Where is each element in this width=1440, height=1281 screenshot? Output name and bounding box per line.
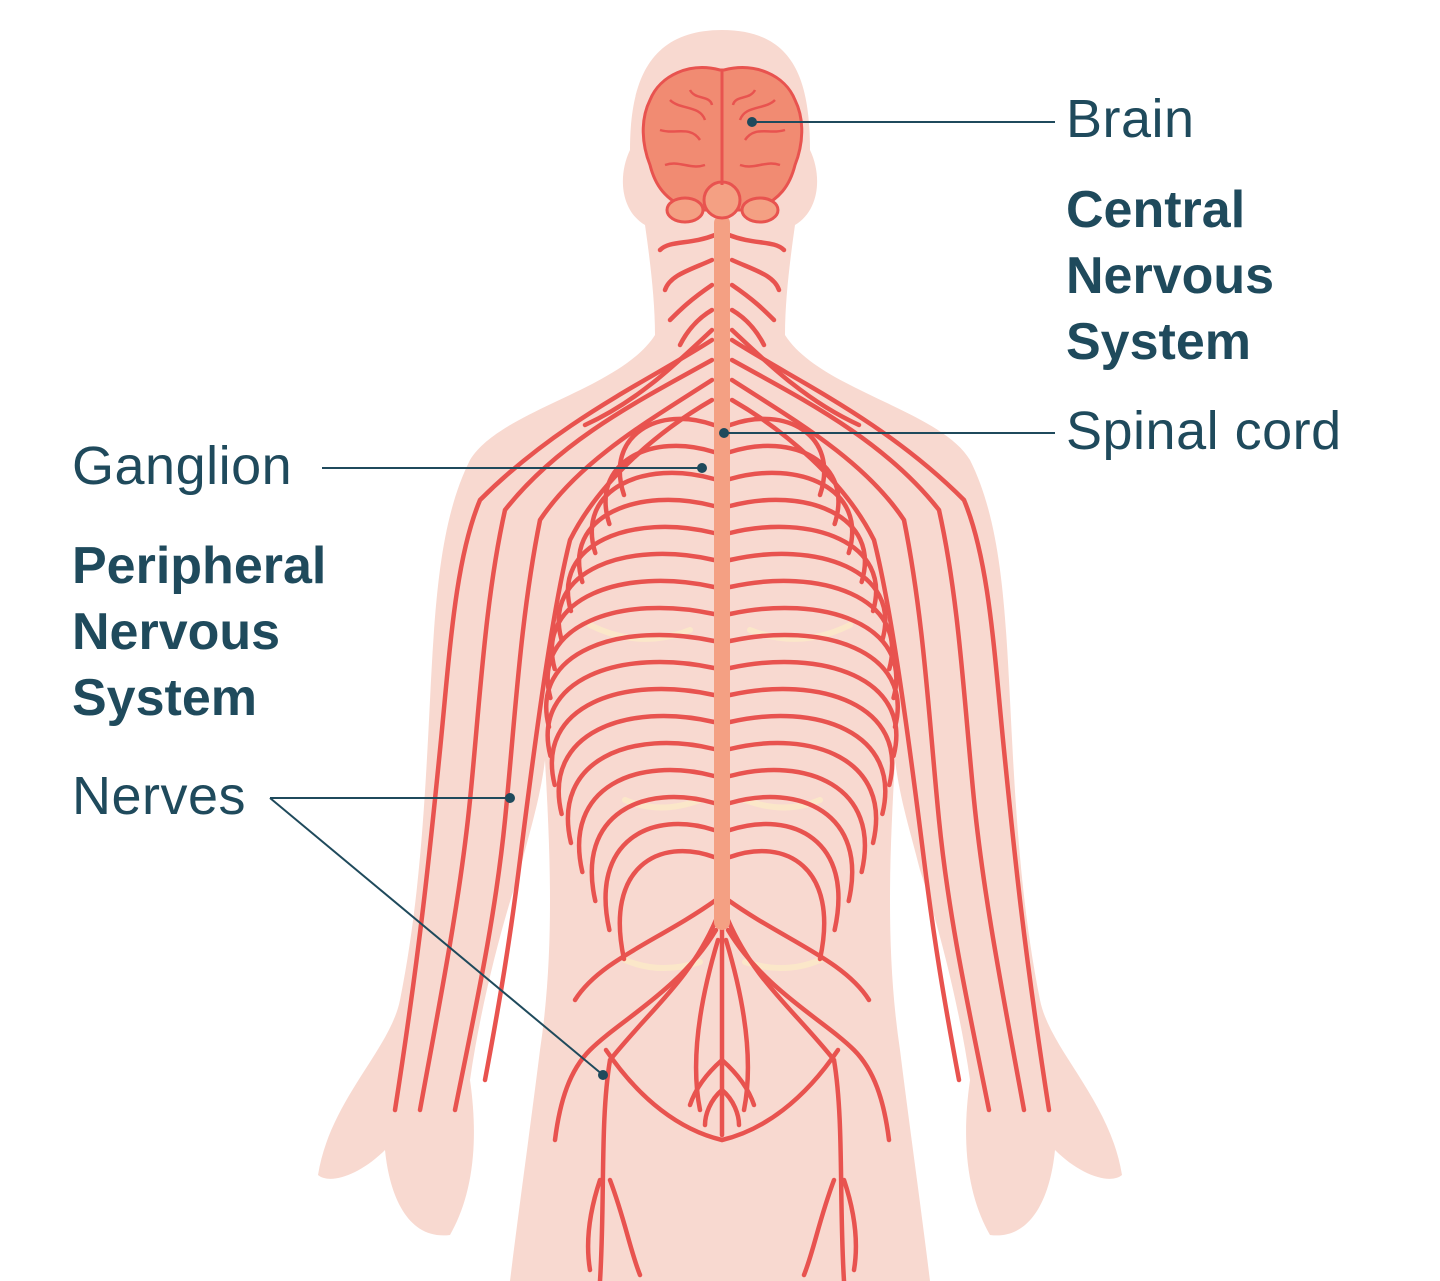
intercostal-nerve-right-6 — [727, 551, 888, 643]
leader-dots — [505, 117, 757, 1080]
intercostal-nerve-right-17 — [727, 848, 827, 962]
intercostal-nerve-left-10 — [545, 659, 717, 759]
intercostal-nerve-left-7 — [549, 578, 717, 672]
brain-dot — [747, 117, 757, 127]
intercostal-nerve-left-14 — [576, 767, 717, 875]
ganglion-dot — [697, 463, 707, 473]
spinal-cord — [714, 215, 730, 930]
intercostal-nerve-right-1 — [727, 416, 827, 498]
central-line-2: Nervous — [1066, 247, 1275, 305]
peripheral-line-3: System — [72, 669, 257, 727]
lumbar-sacral-nerves — [552, 897, 892, 1281]
intercostal-nerve-left-15 — [589, 794, 717, 904]
intercostal-nerve-right-12 — [727, 713, 888, 817]
nerves-hip-dot — [598, 1070, 608, 1080]
ganglion-label: Ganglion — [72, 436, 293, 496]
intercostal-nerve-left-1 — [617, 416, 717, 498]
intercostal-nerve-right-3 — [727, 470, 855, 556]
intercostal-nerve-right-11 — [727, 686, 895, 788]
peripheral-line-1: Peripheral — [72, 537, 327, 595]
intercostal-nerve-right-13 — [727, 740, 879, 846]
intercostal-nerve-right-15 — [727, 794, 855, 904]
intercostal-nerve-left-6 — [556, 551, 717, 643]
peripheral-nerves — [392, 232, 1052, 1113]
intercostal-nerve-right-2 — [727, 443, 841, 527]
peripheral-line-2: Nervous — [72, 603, 281, 661]
intercostal-nerve-right-10 — [727, 659, 899, 759]
intercostal-nerve-right-7 — [727, 578, 895, 672]
nerves-label: Nerves — [72, 766, 247, 826]
central-line-1: Central — [1066, 181, 1246, 239]
intercostal-nerve-left-2 — [603, 443, 717, 527]
intercostal-nerve-right-8 — [727, 605, 899, 701]
central-line-3: System — [1066, 313, 1251, 371]
intercostal-nerve-right-9 — [727, 632, 900, 730]
spinal-cord-dot — [719, 428, 729, 438]
leader-lines — [269, 121, 1055, 1076]
intercostal-nerve-left-9 — [544, 632, 717, 730]
intercostal-nerves — [544, 416, 900, 962]
central-nervous-system-label: Central Nervous System — [1066, 177, 1274, 375]
nerves-leader-hip — [269, 797, 604, 1076]
brain — [641, 66, 804, 224]
intercostal-nerve-left-12 — [556, 713, 717, 817]
intercostal-nerve-left-17 — [617, 848, 717, 962]
intercostal-nerve-left-8 — [545, 605, 717, 701]
intercostal-nerve-right-14 — [727, 767, 868, 875]
peripheral-nervous-system-label: Peripheral Nervous System — [72, 533, 326, 731]
intercostal-nerve-right-16 — [727, 821, 841, 933]
intercostal-nerve-left-16 — [603, 821, 717, 933]
brain-label: Brain — [1066, 89, 1195, 149]
intercostal-nerve-left-13 — [565, 740, 717, 846]
spinal-cord-label: Spinal cord — [1066, 401, 1342, 461]
nerves-arm-dot — [505, 793, 515, 803]
intercostal-nerve-left-11 — [549, 686, 717, 788]
intercostal-nerve-left-3 — [589, 470, 717, 556]
